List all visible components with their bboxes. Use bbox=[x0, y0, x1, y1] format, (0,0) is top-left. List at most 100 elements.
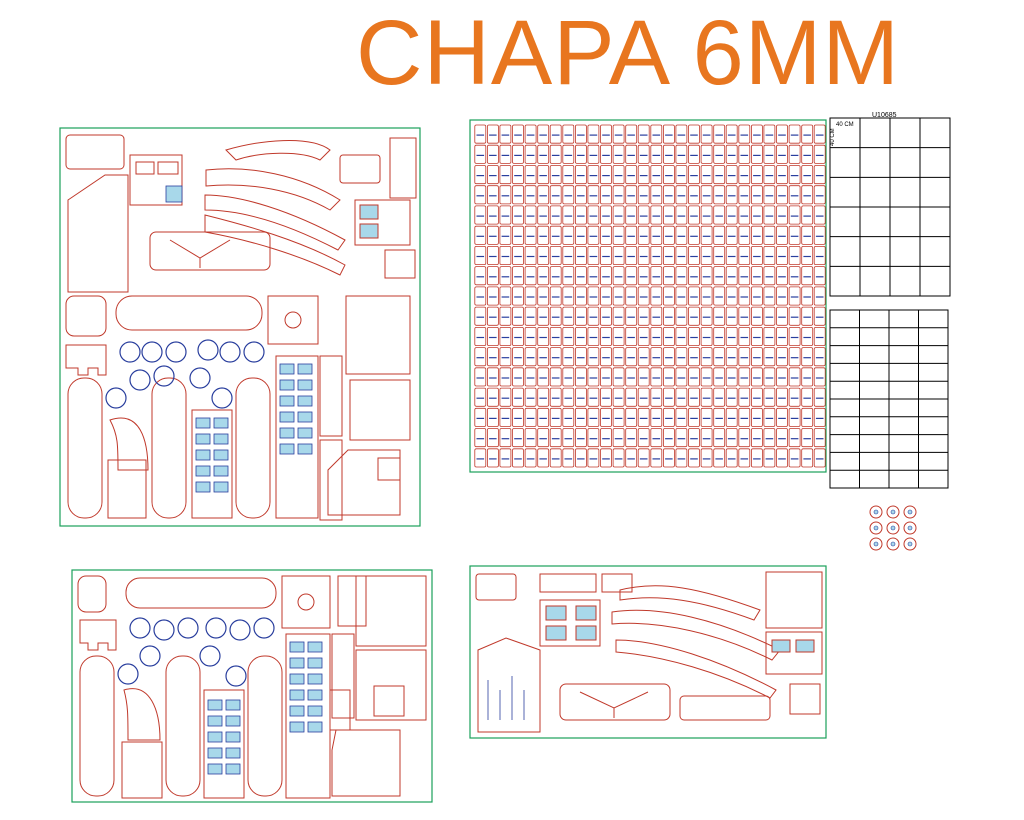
tile-part bbox=[625, 286, 638, 306]
tile-part bbox=[700, 326, 713, 346]
tile-part bbox=[474, 225, 487, 245]
tile-part bbox=[637, 225, 650, 245]
grid-height-label: 40 CM bbox=[830, 128, 836, 146]
tile-part bbox=[813, 286, 826, 306]
tile-part bbox=[713, 367, 726, 387]
tile-part bbox=[625, 407, 638, 427]
tile-part bbox=[524, 124, 537, 144]
tile-part bbox=[600, 245, 612, 265]
tile-part bbox=[612, 124, 625, 144]
tile-part bbox=[587, 205, 600, 225]
tile-part bbox=[524, 205, 537, 225]
tile-part bbox=[612, 387, 625, 407]
tile-part bbox=[801, 387, 814, 407]
tile-part bbox=[499, 205, 512, 225]
tile-part bbox=[474, 205, 487, 225]
tile-part bbox=[675, 225, 688, 245]
tile-part bbox=[725, 144, 738, 164]
tile-part bbox=[512, 205, 524, 225]
tile-part bbox=[650, 185, 663, 205]
tile-part bbox=[700, 428, 713, 448]
tile-part bbox=[512, 124, 524, 144]
tile-part bbox=[512, 387, 524, 407]
tile-part bbox=[499, 185, 512, 205]
tile-part bbox=[512, 266, 524, 286]
tile-part bbox=[537, 326, 550, 346]
tile-part bbox=[813, 448, 826, 468]
tile-part bbox=[524, 428, 537, 448]
tile-part bbox=[738, 407, 751, 427]
tile-part bbox=[725, 185, 738, 205]
tile-part bbox=[788, 428, 801, 448]
tile-part bbox=[688, 326, 700, 346]
tile-part bbox=[562, 367, 575, 387]
tile-part bbox=[813, 165, 826, 185]
tile-part bbox=[562, 144, 575, 164]
tile-part bbox=[474, 165, 487, 185]
tile-part bbox=[650, 124, 663, 144]
tile-part bbox=[612, 165, 625, 185]
tile-part bbox=[650, 448, 663, 468]
tile-part bbox=[738, 367, 751, 387]
tile-part bbox=[801, 347, 814, 367]
tile-part bbox=[688, 448, 700, 468]
tile-part bbox=[738, 245, 751, 265]
tile-part bbox=[663, 347, 675, 367]
tile-part bbox=[637, 205, 650, 225]
tile-part bbox=[675, 185, 688, 205]
tile-part bbox=[537, 165, 550, 185]
tile-part bbox=[663, 428, 675, 448]
tile-part bbox=[713, 165, 726, 185]
tile-part bbox=[688, 306, 700, 326]
tile-part bbox=[763, 266, 776, 286]
tile-part bbox=[587, 387, 600, 407]
tile-part bbox=[776, 185, 788, 205]
tile-part bbox=[625, 367, 638, 387]
tile-part bbox=[813, 407, 826, 427]
tile-part bbox=[776, 306, 788, 326]
tile-part bbox=[537, 205, 550, 225]
tile-part bbox=[549, 266, 562, 286]
tile-part bbox=[512, 347, 524, 367]
tile-part bbox=[486, 407, 499, 427]
tile-part bbox=[738, 225, 751, 245]
tile-part bbox=[524, 225, 537, 245]
tile-part bbox=[650, 245, 663, 265]
tile-part bbox=[637, 165, 650, 185]
tile-part bbox=[537, 428, 550, 448]
tile-part bbox=[776, 266, 788, 286]
tile-part bbox=[549, 124, 562, 144]
tile-part bbox=[512, 448, 524, 468]
tile-part bbox=[575, 347, 587, 367]
tile-part bbox=[625, 165, 638, 185]
tile-part bbox=[763, 286, 776, 306]
tile-part bbox=[486, 124, 499, 144]
tile-part bbox=[625, 428, 638, 448]
tile-part bbox=[499, 448, 512, 468]
tile-part bbox=[700, 407, 713, 427]
tile-part bbox=[474, 266, 487, 286]
tile-part bbox=[512, 225, 524, 245]
tile-part bbox=[537, 387, 550, 407]
tile-part bbox=[788, 185, 801, 205]
tile-part bbox=[801, 185, 814, 205]
tile-part bbox=[587, 225, 600, 245]
tile-part bbox=[738, 144, 751, 164]
tile-part bbox=[675, 306, 688, 326]
tile-part bbox=[537, 347, 550, 367]
tile-part bbox=[763, 185, 776, 205]
tile-part bbox=[801, 326, 814, 346]
tile-part bbox=[650, 144, 663, 164]
tile-part bbox=[575, 407, 587, 427]
tile-part bbox=[549, 286, 562, 306]
tile-part bbox=[776, 124, 788, 144]
tile-part bbox=[650, 347, 663, 367]
tile-part bbox=[801, 448, 814, 468]
tile-part bbox=[512, 245, 524, 265]
tile-part bbox=[549, 306, 562, 326]
tile-part bbox=[650, 266, 663, 286]
tile-part bbox=[788, 448, 801, 468]
tile-part bbox=[575, 306, 587, 326]
tile-part bbox=[524, 306, 537, 326]
tile-part bbox=[788, 124, 801, 144]
